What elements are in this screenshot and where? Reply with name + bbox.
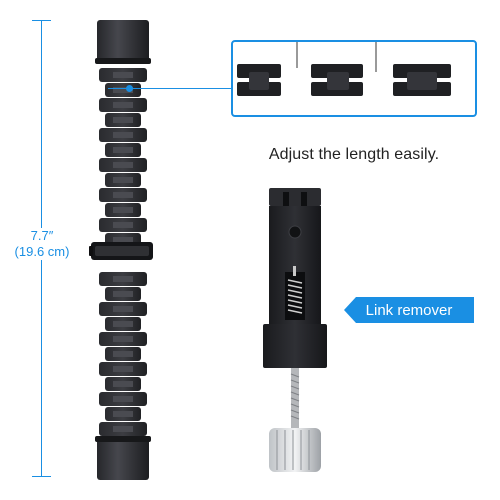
band-link-highlight [113, 306, 133, 312]
link-remover-label-text: Link remover [365, 301, 453, 319]
band-link-highlight [113, 351, 133, 357]
band-link-highlight [113, 117, 133, 123]
band-link-highlight [113, 321, 133, 327]
callout-caption: Adjust the length easily. [268, 146, 440, 163]
band-link-highlight [113, 162, 133, 168]
link-remover-tool-image [263, 188, 327, 472]
dimension-cm: (19.6 cm) [14, 244, 70, 259]
band-link-highlight [113, 177, 133, 183]
band-link-highlight [113, 147, 133, 153]
band-link-highlight [113, 102, 133, 108]
band-link-highlight [113, 207, 133, 213]
band-link-highlight [113, 366, 133, 372]
band-link-highlight [113, 237, 133, 243]
band-link-highlight [113, 396, 133, 402]
band-link-highlight [113, 132, 133, 138]
dimension-cap-bottom [32, 476, 51, 477]
link-remover-label: Link remover [344, 297, 474, 323]
band-link-highlight [113, 87, 133, 93]
dimension-label: 7.7″ (19.6 cm) [0, 228, 84, 260]
dimension-inches: 7.7″ [30, 228, 54, 243]
link-detail-callout [231, 40, 477, 117]
band-link-highlight [113, 192, 133, 198]
band-link-highlight [113, 336, 133, 342]
callout-pointer-dot [126, 85, 133, 92]
band-link-highlight [113, 72, 133, 78]
band-link-highlight [113, 381, 133, 387]
watch-band-image [89, 20, 153, 480]
band-link-highlight [113, 222, 133, 228]
link-detail-image [237, 42, 451, 96]
band-link-highlight [113, 276, 133, 282]
band-link-highlight [113, 426, 133, 432]
band-link-highlight [113, 411, 133, 417]
band-link-highlight [113, 291, 133, 297]
dimension-cap-top [32, 20, 51, 21]
callout-leader-line [108, 88, 232, 89]
